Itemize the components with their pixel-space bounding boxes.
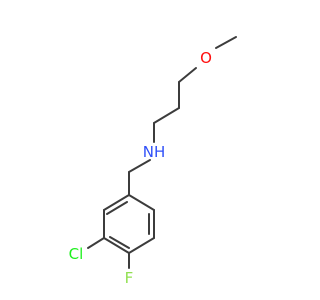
bond-n-benzyl — [128, 159, 151, 173]
ring-bond-1-inner — [106, 201, 128, 215]
bond-o-ch2 — [178, 67, 197, 83]
oxygen-atom-label: O — [200, 49, 212, 67]
bond-ring-cl — [87, 237, 105, 249]
chlorine-atom-label: Cl — [69, 245, 84, 263]
ring-bond-3-inner — [109, 236, 130, 249]
ring-bond-1 — [103, 194, 130, 211]
bond-chain-2 — [153, 107, 180, 124]
bond-ch3-o — [215, 36, 237, 49]
amine-nh-label: NH — [143, 143, 166, 161]
ring-bond-4 — [128, 237, 155, 254]
ring-bond-6 — [128, 194, 155, 211]
fluorine-atom-label: F — [125, 269, 134, 287]
ring-bond-3 — [103, 237, 130, 254]
structure-diagram: O NH Cl F — [69, 36, 237, 287]
